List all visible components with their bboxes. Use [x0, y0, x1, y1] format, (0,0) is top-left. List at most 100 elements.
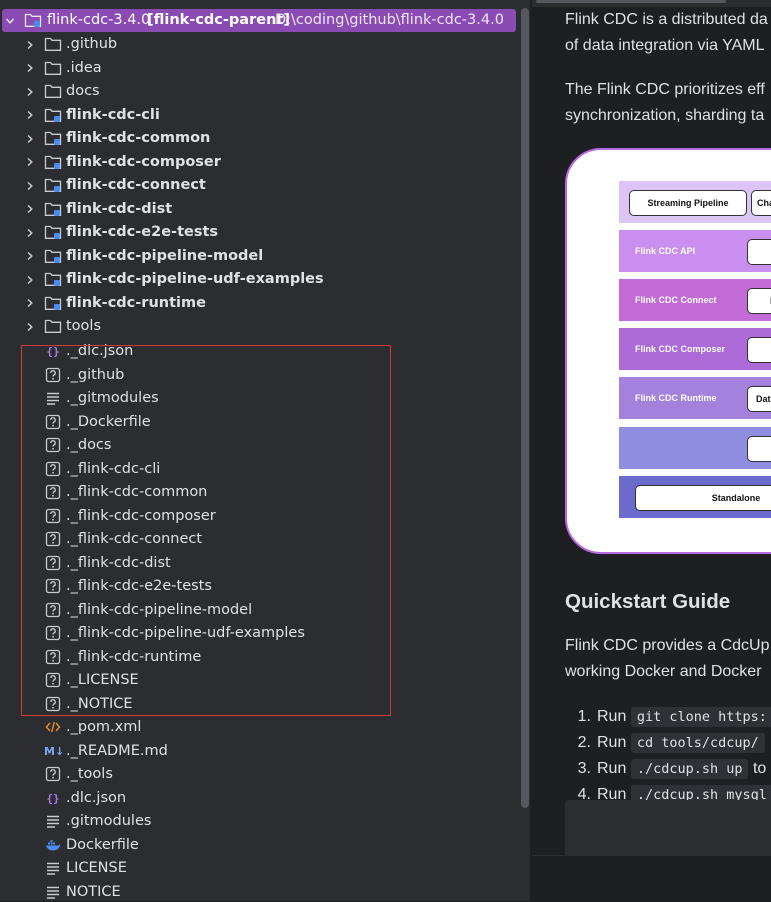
tree-file-row[interactable]: Dockerfile: [0, 834, 520, 857]
tree-file-row[interactable]: ._tools: [0, 763, 520, 786]
tree-file-row[interactable]: ._flink-cdc-runtime: [0, 646, 520, 669]
tree-file-row[interactable]: ._Dockerfile: [0, 411, 520, 434]
diagram-band-runtime: Flink CDC Runtime Dat: [619, 377, 771, 419]
tree-file-row[interactable]: M↓._README.md: [0, 740, 520, 763]
diagram-chip-streaming-pipeline: Streaming Pipeline: [629, 190, 747, 216]
chevron-right-icon[interactable]: [24, 315, 36, 338]
readme-para-1-line-1: Flink CDC is a distributed da: [565, 11, 768, 28]
text-file-icon: [44, 883, 62, 901]
diagram-chip-standalone: Standalone: [635, 485, 771, 511]
module-folder-icon: [44, 200, 62, 218]
chevron-right-icon[interactable]: [24, 221, 36, 244]
tree-root-path: D:\coding\github\flink-cdc-3.4.0: [275, 12, 504, 28]
tree-file-row[interactable]: ._docs: [0, 434, 520, 457]
tree-file-row[interactable]: {}.dlc.json: [0, 787, 520, 810]
tree-file-label: ._flink-cdc-composer: [66, 507, 216, 524]
tree-file-row[interactable]: ._flink-cdc-pipeline-udf-examples: [0, 622, 520, 645]
tree-folder-row[interactable]: flink-cdc-pipeline-model: [0, 245, 520, 268]
diagram-label-composer: Flink CDC Composer: [635, 344, 726, 354]
tree-file-row[interactable]: ._LICENSE: [0, 669, 520, 692]
tree-file-row[interactable]: ._pom.xml: [0, 716, 520, 739]
tree-file-row[interactable]: LICENSE: [0, 857, 520, 880]
folder-icon: [44, 35, 62, 53]
tree-folder-row[interactable]: tools: [0, 315, 520, 338]
chevron-right-icon[interactable]: [24, 127, 36, 150]
module-folder-icon: [44, 294, 62, 312]
quickstart-steps: 1.Run git clone https: 2.Run cd tools/cd…: [565, 704, 771, 808]
tree-file-row[interactable]: ._github: [0, 364, 520, 387]
tree-folder-row[interactable]: flink-cdc-composer: [0, 151, 520, 174]
readme-para-3-line-2: working Docker and Docker: [565, 663, 762, 680]
tree-folder-label: .idea: [66, 59, 102, 76]
tree-folder-row[interactable]: flink-cdc-cli: [0, 104, 520, 127]
chevron-right-icon[interactable]: [24, 104, 36, 127]
panel-divider[interactable]: [530, 0, 532, 901]
tree-folder-row[interactable]: .github: [0, 33, 520, 56]
tree-file-row[interactable]: ._flink-cdc-pipeline-model: [0, 599, 520, 622]
diagram-band-composer: Flink CDC Composer: [619, 328, 771, 370]
folder-icon: [44, 59, 62, 77]
svg-text:{}: {}: [46, 792, 59, 805]
status-bar: [532, 855, 771, 902]
tree-file-row[interactable]: ._flink-cdc-dist: [0, 552, 520, 575]
chevron-right-icon[interactable]: [24, 80, 36, 103]
tree-file-label: ._flink-cdc-pipeline-model: [66, 601, 253, 618]
tree-folder-row[interactable]: flink-cdc-dist: [0, 198, 520, 221]
unknown-file-icon: [44, 483, 62, 501]
diagram-label-runtime: Flink CDC Runtime: [635, 393, 717, 403]
tree-scrollbar-thumb[interactable]: [521, 8, 529, 808]
tree-file-row[interactable]: ._flink-cdc-common: [0, 481, 520, 504]
tree-file-row[interactable]: .gitmodules: [0, 810, 520, 833]
quickstart-step: 1.Run git clone https:: [565, 704, 771, 730]
readme-para-2-line-2: synchronization, sharding ta: [565, 107, 765, 124]
chevron-right-icon[interactable]: [24, 198, 36, 221]
tree-folder-label: flink-cdc-composer: [66, 153, 221, 170]
json-file-icon: {}: [44, 342, 62, 360]
tree-file-row[interactable]: {}._dlc.json: [0, 340, 520, 363]
diagram-band-api: Flink CDC API: [619, 230, 771, 272]
chevron-right-icon[interactable]: [24, 57, 36, 80]
tree-folder-label: flink-cdc-pipeline-udf-examples: [66, 271, 324, 287]
module-folder-icon: [44, 129, 62, 147]
diagram-chip-composer: [747, 337, 771, 363]
readme-para-2-line-1: The Flink CDC prioritizes eff: [565, 81, 765, 98]
step-command[interactable]: ./cdcup.sh up: [630, 759, 749, 779]
chevron-right-icon[interactable]: [24, 33, 36, 56]
tree-folder-row[interactable]: flink-cdc-common: [0, 127, 520, 150]
unknown-file-icon: [44, 530, 62, 548]
tree-file-row[interactable]: ._NOTICE: [0, 693, 520, 716]
chevron-right-icon[interactable]: [24, 245, 36, 268]
step-command[interactable]: cd tools/cdcup/: [630, 733, 765, 753]
tree-file-row[interactable]: ._flink-cdc-cli: [0, 458, 520, 481]
tree-folder-row[interactable]: flink-cdc-pipeline-udf-examples: [0, 268, 520, 291]
tree-file-label: NOTICE: [66, 883, 121, 900]
tree-folder-row[interactable]: flink-cdc-runtime: [0, 292, 520, 315]
unknown-file-icon: [44, 366, 62, 384]
step-text: Run: [597, 786, 627, 803]
unknown-file-icon: [44, 460, 62, 478]
tree-file-row[interactable]: NOTICE: [0, 881, 520, 902]
tree-file-label: ._flink-cdc-e2e-tests: [66, 578, 212, 594]
chevron-right-icon[interactable]: [24, 268, 36, 291]
tree-folder-row[interactable]: docs: [0, 80, 520, 103]
quickstart-step: 3.Run ./cdcup.sh up to: [565, 756, 771, 782]
tree-file-row[interactable]: ._gitmodules: [0, 387, 520, 410]
tree-folder-row[interactable]: .idea: [0, 57, 520, 80]
chevron-right-icon[interactable]: [24, 174, 36, 197]
diagram-band-deploy: [619, 427, 771, 469]
tree-folder-row[interactable]: flink-cdc-connect: [0, 174, 520, 197]
module-folder-icon: [44, 223, 62, 241]
chevron-right-icon[interactable]: [24, 292, 36, 315]
readme-scrollbar[interactable]: [532, 0, 771, 7]
tree-file-row[interactable]: ._flink-cdc-e2e-tests: [0, 575, 520, 598]
step-command[interactable]: git clone https:: [630, 707, 771, 727]
tree-root-row[interactable]: flink-cdc-3.4.0 [flink-cdc-parent] D:\co…: [2, 9, 516, 32]
tree-file-label: ._flink-cdc-pipeline-udf-examples: [66, 625, 305, 641]
chevron-right-icon[interactable]: [24, 151, 36, 174]
tree-folder-row[interactable]: flink-cdc-e2e-tests: [0, 221, 520, 244]
chevron-down-icon[interactable]: [4, 9, 16, 32]
readme-para-1-line-2: of data integration via YAML: [565, 37, 765, 54]
tree-file-row[interactable]: ._flink-cdc-connect: [0, 528, 520, 551]
unknown-file-icon: [44, 765, 62, 783]
tree-file-row[interactable]: ._flink-cdc-composer: [0, 505, 520, 528]
